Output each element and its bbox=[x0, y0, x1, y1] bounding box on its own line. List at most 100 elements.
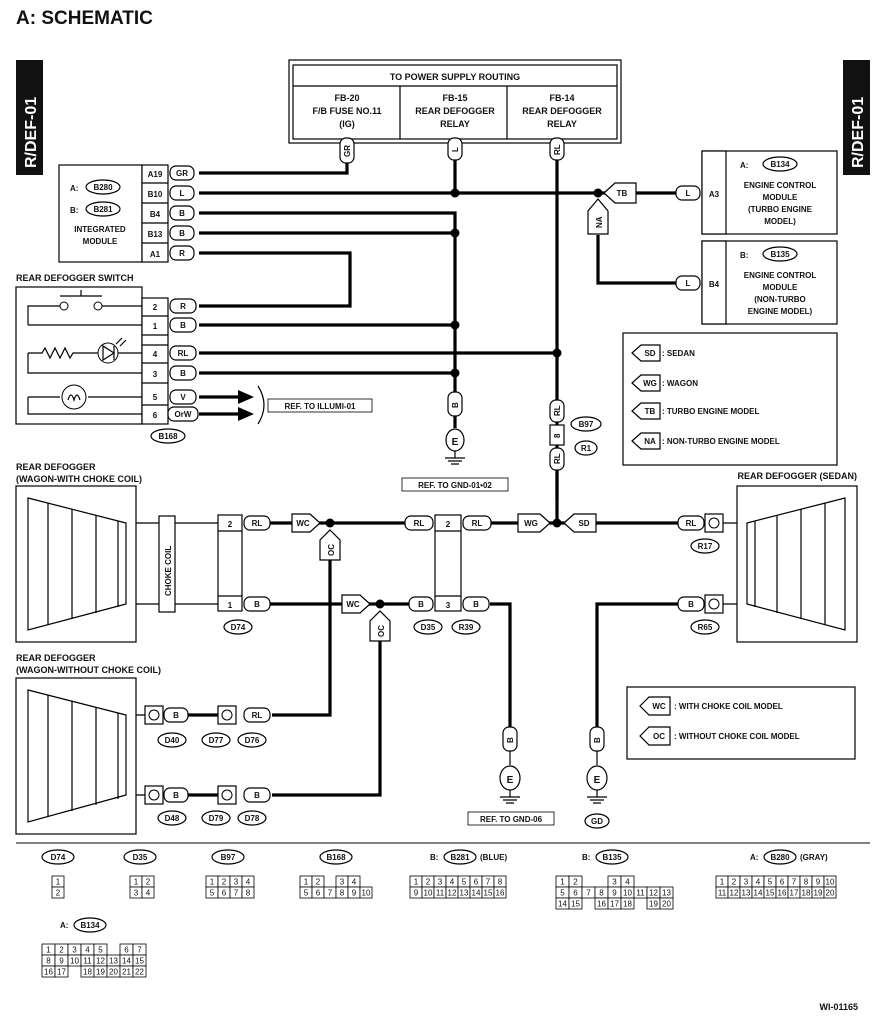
face-b134-label: A:B134 bbox=[60, 917, 107, 933]
im-pin-a19: A19 bbox=[148, 170, 163, 179]
face-pin: 20 bbox=[109, 968, 118, 977]
d74-pin-2: 2 bbox=[228, 520, 233, 529]
face-cell bbox=[132, 965, 147, 978]
im-wire-r: R bbox=[179, 249, 185, 258]
face-pin: 4 bbox=[246, 878, 251, 887]
d35-wire-out-rl: RL bbox=[472, 519, 483, 528]
face-pin: 7 bbox=[137, 946, 142, 955]
legend-wc-code: WC bbox=[652, 702, 666, 711]
ecm-turbo-l2: MODULE bbox=[763, 193, 798, 202]
face-pin: 13 bbox=[460, 889, 469, 898]
junction-dots bbox=[325, 188, 603, 609]
face-pin: 5 bbox=[210, 889, 215, 898]
ecm-turbo-wire: L bbox=[686, 189, 691, 198]
face-b168-label: B168 bbox=[319, 849, 353, 865]
face-pin: 17 bbox=[610, 900, 619, 909]
ecm-nonturbo-pin: B4 bbox=[709, 280, 720, 289]
face-pin: 18 bbox=[802, 889, 811, 898]
face-cell bbox=[620, 897, 635, 910]
face-pin: 16 bbox=[496, 889, 505, 898]
d74-wire-b: B bbox=[254, 600, 260, 609]
face-cell bbox=[568, 897, 583, 910]
im-pin-b13: B13 bbox=[148, 230, 163, 239]
face-b168-name: B168 bbox=[326, 853, 346, 862]
power-col-3-line-2: REAR DEFOGGER bbox=[522, 106, 602, 116]
d35-wire-out-b: B bbox=[473, 600, 479, 609]
face-pin: 9 bbox=[612, 889, 617, 898]
tag-wg: WG bbox=[517, 513, 551, 533]
legend-oc-code: OC bbox=[653, 732, 665, 741]
ecm-nonturbo-l4: ENGINE MODEL) bbox=[748, 307, 813, 316]
face-pin: 13 bbox=[742, 889, 751, 898]
connector-r1: R1 bbox=[581, 444, 592, 453]
face-pin: 12 bbox=[730, 889, 739, 898]
face-pin: 6 bbox=[316, 889, 321, 898]
defog-choke-title-1: REAR DEFOGGER bbox=[16, 462, 96, 472]
connector-d74-group: 2 1 RL B D74 bbox=[217, 514, 271, 635]
face-pin: 10 bbox=[623, 889, 632, 898]
face-pin: 2 bbox=[316, 878, 321, 887]
face-b280-suffix: (GRAY) bbox=[800, 853, 828, 862]
face-pin: 7 bbox=[792, 878, 797, 887]
ecm-turbo-a: A: bbox=[740, 161, 748, 170]
face-pin: 2 bbox=[56, 889, 61, 898]
tag-oc1-label: OC bbox=[327, 544, 336, 556]
gd-e: E bbox=[594, 775, 601, 786]
face-cell bbox=[823, 886, 837, 899]
connector-gd: GD bbox=[591, 817, 603, 826]
power-col-3-line-3: RELAY bbox=[547, 119, 577, 129]
tag-wc1-label: WC bbox=[296, 519, 310, 528]
face-pin: 6 bbox=[573, 889, 578, 898]
power-col-1-line-2: F/B FUSE NO.11 bbox=[312, 106, 381, 116]
face-pin: 15 bbox=[135, 957, 144, 966]
face-pin: 1 bbox=[56, 878, 61, 887]
sw-pin-3: 3 bbox=[153, 370, 158, 379]
page-title: A: SCHEMATIC bbox=[16, 8, 153, 29]
face-pin: 15 bbox=[571, 900, 580, 909]
face-pin: 9 bbox=[414, 889, 419, 898]
face-pin: 3 bbox=[134, 889, 139, 898]
sedan-wire-b: B bbox=[688, 600, 694, 609]
im-connector-b281: B281 bbox=[93, 205, 113, 214]
face-pin: 13 bbox=[662, 889, 671, 898]
face-pin: 6 bbox=[222, 889, 227, 898]
im-b-label: B: bbox=[70, 206, 78, 215]
legend-na: NA : NON-TURBO ENGINE MODEL bbox=[631, 432, 780, 450]
face-cell bbox=[141, 886, 155, 899]
face-pin: 20 bbox=[662, 900, 671, 909]
connector-d76: D76 bbox=[245, 736, 260, 745]
switch-title: REAR DEFOGGER SWITCH bbox=[16, 273, 134, 283]
face-pin: 5 bbox=[98, 946, 103, 955]
connector-b168: B168 bbox=[158, 432, 178, 441]
face-pin: 16 bbox=[44, 968, 53, 977]
power-col-2-line-3: RELAY bbox=[440, 119, 470, 129]
face-pin: 2 bbox=[146, 878, 151, 887]
legend-oc: OC : WITHOUT CHOKE COIL MODEL bbox=[639, 726, 800, 746]
face-pin: 8 bbox=[246, 889, 251, 898]
face-pin: 11 bbox=[436, 889, 445, 898]
face-b135-label: B:B135 bbox=[582, 849, 629, 865]
b97-wire-bot: RL bbox=[553, 453, 562, 464]
im-pin-a1: A1 bbox=[150, 250, 161, 259]
face-pin: 7 bbox=[486, 878, 491, 887]
face-pin: 4 bbox=[625, 878, 630, 887]
illumi-ref: REF. TO ILLUMI-01 bbox=[238, 385, 373, 425]
ref-gnd01: REF. TO GND-01•02 bbox=[418, 481, 492, 490]
legend-sd-text: : SEDAN bbox=[662, 349, 695, 358]
wiring bbox=[128, 160, 745, 797]
face-pin: 5 bbox=[462, 878, 467, 887]
face-pin: 4 bbox=[450, 878, 455, 887]
sw-wire-b1: B bbox=[180, 321, 186, 330]
face-pin: 8 bbox=[498, 878, 503, 887]
ecm-nonturbo-b: B: bbox=[740, 251, 748, 260]
face-pin: 9 bbox=[816, 878, 821, 887]
face-pin: 19 bbox=[814, 889, 823, 898]
defog-choke-title-2: (WAGON-WITH CHOKE COIL) bbox=[16, 474, 142, 484]
ground-gnd01: B E REF. TO GND-01•02 bbox=[401, 391, 509, 492]
tag-tb: TB bbox=[603, 182, 637, 204]
d35-pin-2: 2 bbox=[446, 520, 451, 529]
ref-illumi: REF. TO ILLUMI-01 bbox=[285, 402, 357, 411]
